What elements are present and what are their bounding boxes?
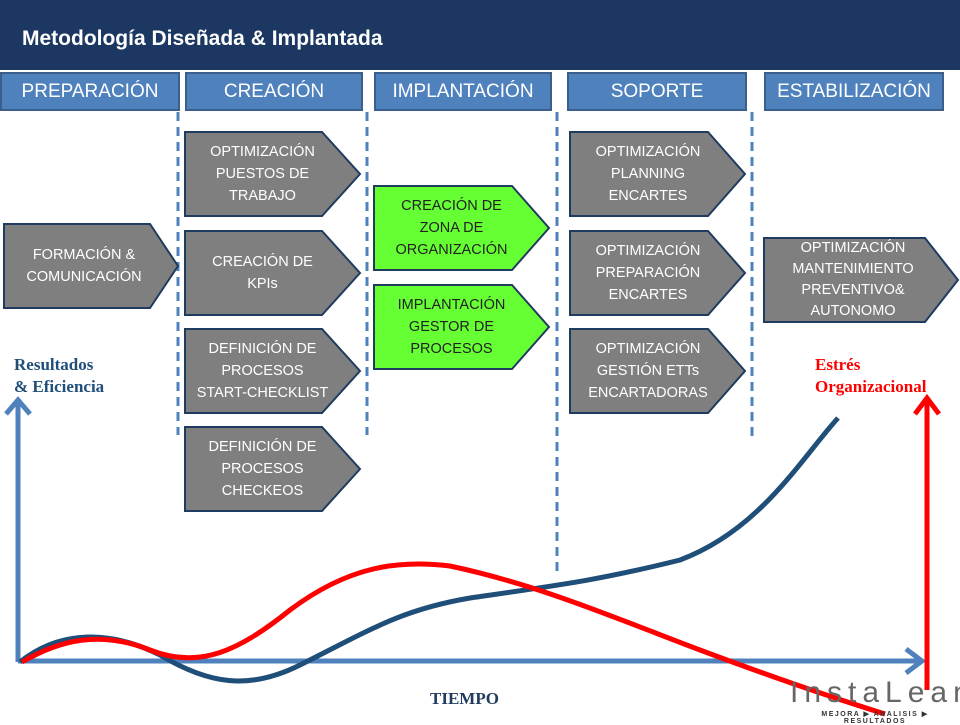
- box-optimizacion-puestos: OPTIMIZACIÓN PUESTOS DE TRABAJO: [210, 144, 315, 204]
- results-label: Resultados & Eficiencia: [14, 355, 105, 396]
- shape-c3: [184, 328, 362, 414]
- box-start-checklist: DEFINICIÓN DE PROCESOS START-CHECKLIST: [196, 341, 329, 401]
- box-gestion-etts: OPTIMIZACIÓN GESTIÓN ETTs ENCARTADORAS: [588, 341, 708, 401]
- shape-c1: [184, 131, 362, 217]
- shape-c2: [184, 230, 362, 316]
- results-curve: [18, 416, 840, 684]
- shape-s2: [569, 230, 747, 316]
- box-preparacion-encartes: OPTIMIZACIÓN PREPARACIÓN ENCARTES: [595, 243, 701, 303]
- phase-creacion: CREACIÓN: [185, 72, 363, 111]
- shape-i1: [373, 185, 551, 271]
- box-planning-encartes: OPTIMIZACIÓN PLANNING ENCARTES: [595, 144, 701, 204]
- axes: [4, 396, 927, 675]
- stress-curve: [20, 561, 886, 717]
- shape-s3: [569, 328, 747, 414]
- shape-s1: [569, 131, 747, 217]
- box-zona-organizacion: CREACIÓN DE ZONA DE ORGANIZACIÓN: [395, 198, 508, 258]
- header-bar: Metodología Diseñada & Implantada: [0, 0, 960, 70]
- phase-implantacion: IMPLANTACIÓN: [374, 72, 552, 111]
- box-gestor-procesos: IMPLANTACIÓN GESTOR DE PROCESOS: [397, 297, 506, 357]
- shape-e1: [763, 237, 960, 323]
- logo-tagline: MEJORA ▶ ANALISIS ▶ RESULTADOS: [821, 711, 929, 725]
- time-label: TIEMPO: [430, 689, 499, 708]
- box-formacion: FORMACIÓN & COMUNICACIÓN: [26, 247, 142, 285]
- shape-formacion: [3, 223, 180, 309]
- stress-axis: [913, 393, 941, 690]
- box-creacion-kpis: CREACIÓN DE KPIs: [212, 254, 313, 292]
- phase-preparacion: PREPARACIÓN: [0, 72, 180, 111]
- stress-label: Estrés Organizacional: [815, 355, 927, 396]
- shape-i2: [373, 284, 551, 370]
- shape-c4: [184, 426, 362, 512]
- instalean-logo: InstaLean MEJORA ▶ ANALISIS ▶ RESULTADOS: [790, 676, 960, 725]
- box-mantenimiento: OPTIMIZACIÓN MANTENIMIENTO PREVENTIVO& A…: [792, 240, 914, 319]
- phase-soporte: SOPORTE: [567, 72, 747, 111]
- slide-title: Metodología Diseñada & Implantada: [22, 27, 383, 50]
- phase-dividers: [176, 112, 754, 575]
- logo-wordmark: InstaLean: [790, 676, 960, 709]
- phase-estabilizacion: ESTABILIZACIÓN: [764, 72, 944, 111]
- box-checkeos: DEFINICIÓN DE PROCESOS CHECKEOS: [208, 439, 317, 499]
